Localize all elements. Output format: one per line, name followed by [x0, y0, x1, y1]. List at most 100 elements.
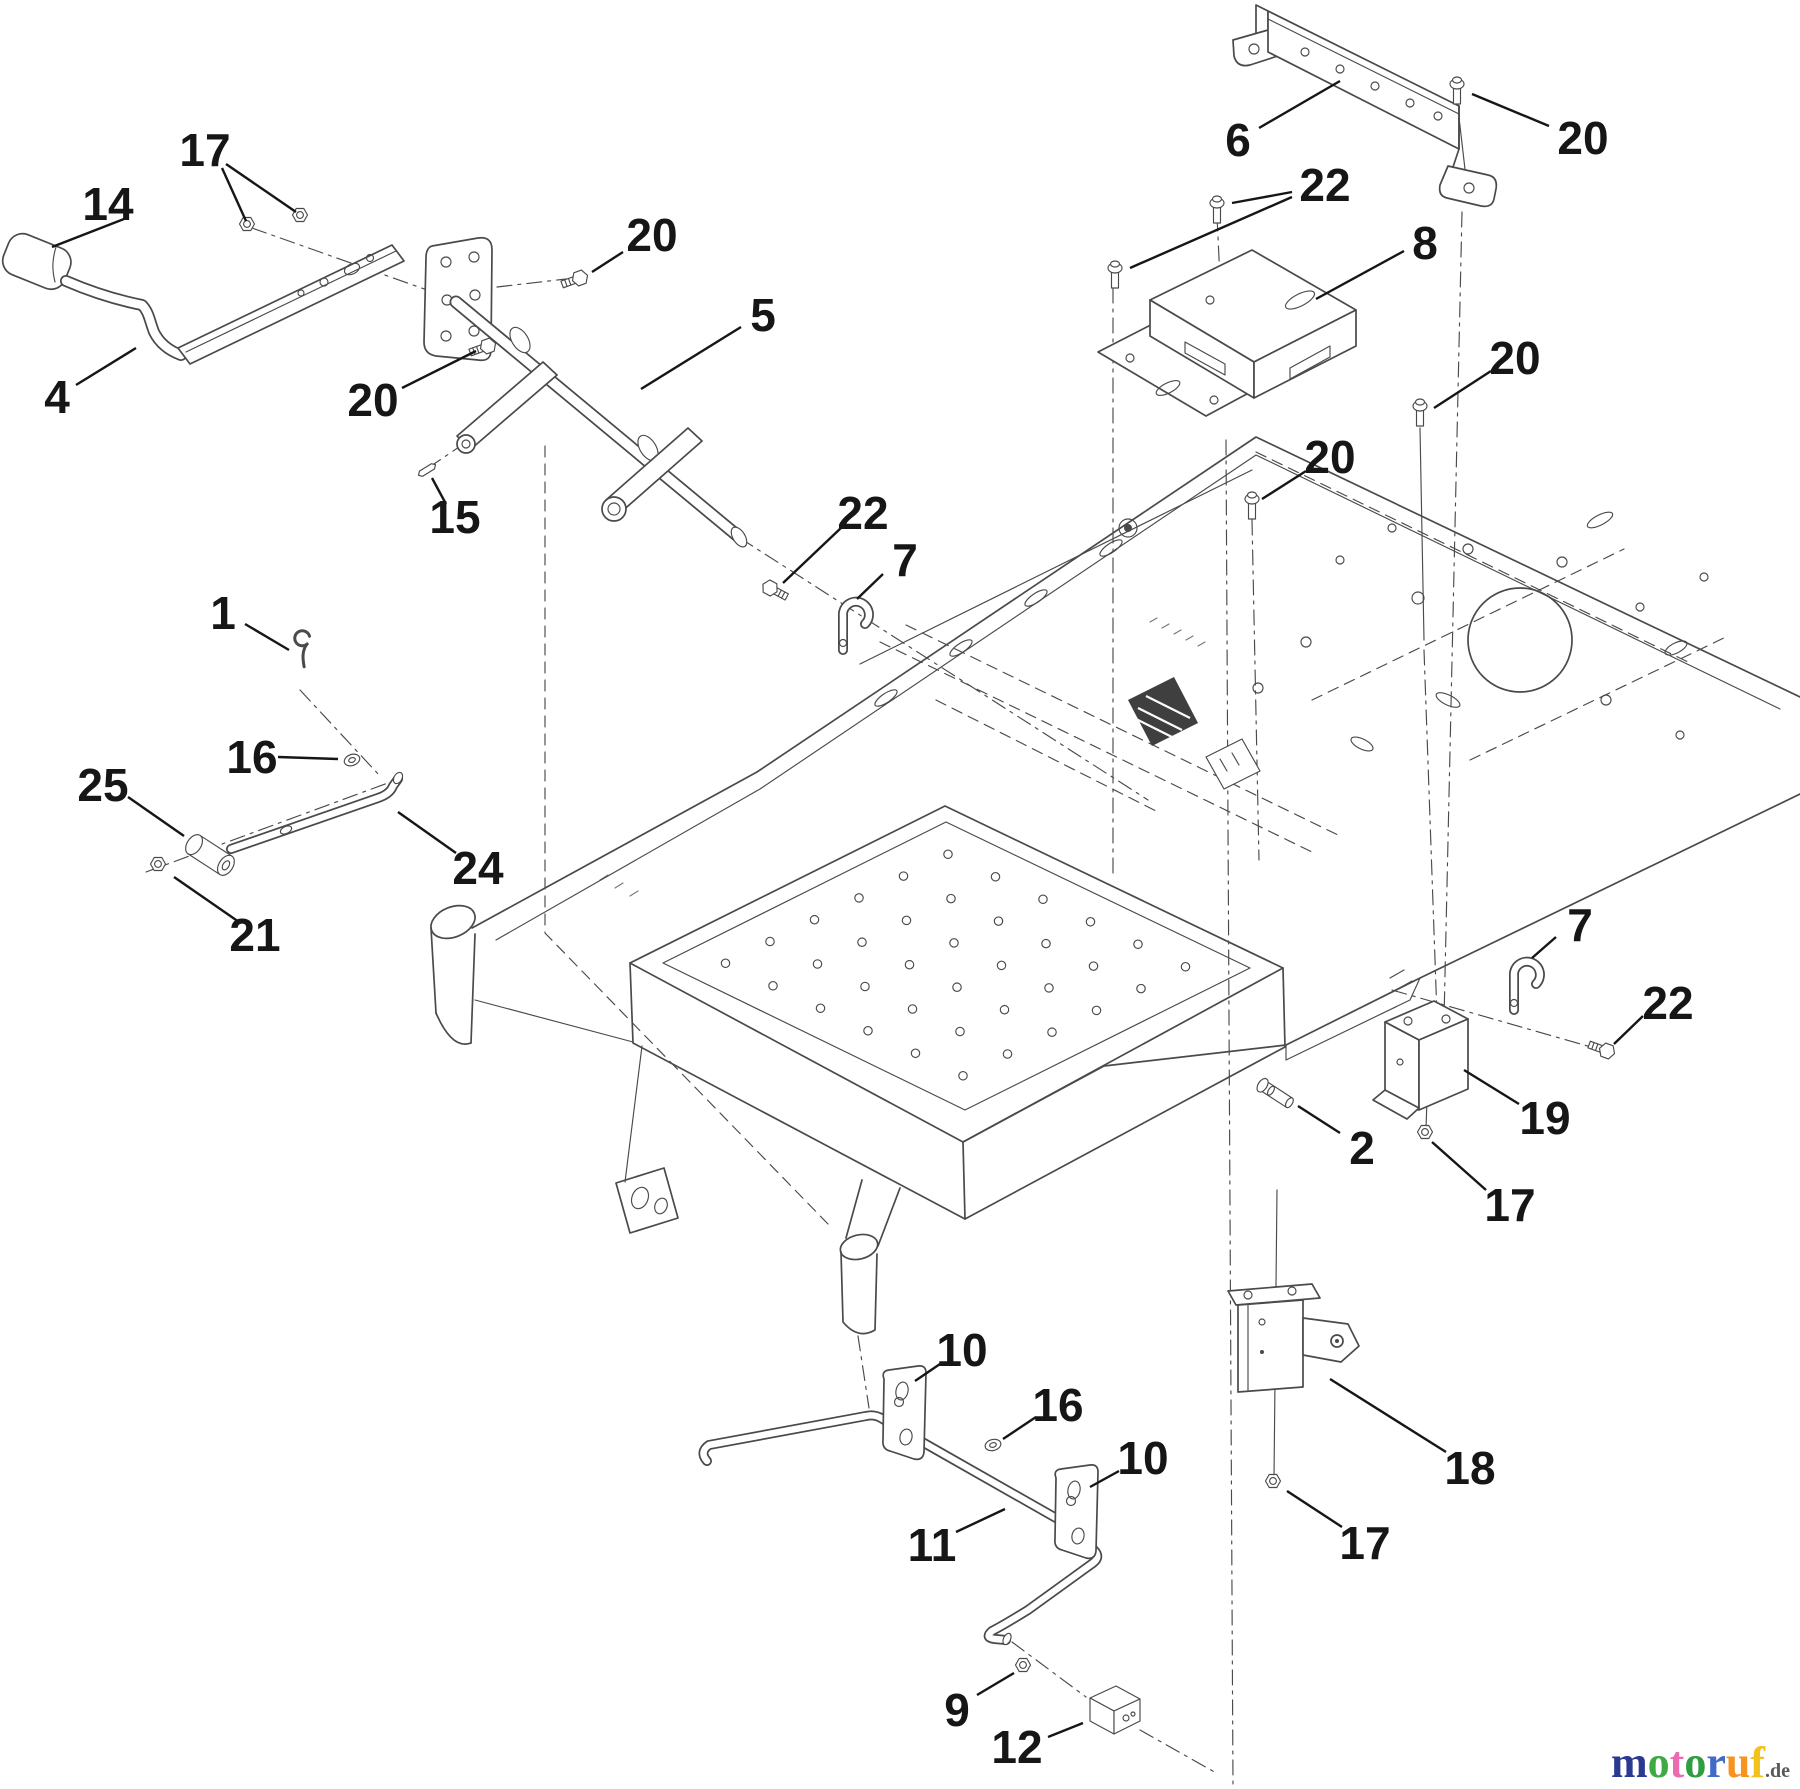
stabilizer-rod-11 [698, 1410, 1103, 1646]
hairpin-fastener [293, 629, 312, 669]
callout-2: 2 [1297, 1104, 1375, 1174]
callout-22: 22 [1129, 159, 1351, 270]
callout-label: 20 [1304, 431, 1355, 483]
callout-label: 20 [626, 209, 677, 261]
latch-hook-7b [1508, 956, 1545, 1015]
callout-label: 18 [1444, 1442, 1495, 1494]
watermark-suffix: .de [1765, 1760, 1790, 1782]
callout-19: 19 [1463, 1068, 1571, 1144]
watermark-letter: m [1611, 1738, 1648, 1787]
callout-label: 12 [991, 1721, 1042, 1773]
callout-17: 17 [1431, 1141, 1536, 1231]
callout-label: 16 [1032, 1379, 1083, 1431]
callout-label: 21 [229, 909, 280, 961]
callout-label: 19 [1519, 1092, 1570, 1144]
callout-18: 18 [1329, 1377, 1496, 1494]
callout-label: 7 [1567, 899, 1593, 951]
callout-16: 16 [1002, 1379, 1084, 1440]
watermark-letter: u [1725, 1738, 1751, 1787]
callout-12: 12 [991, 1721, 1084, 1773]
nut-fastener [149, 856, 167, 872]
callout-7: 7 [1531, 899, 1593, 959]
screw-fastener [1244, 491, 1260, 520]
block-fastener [1089, 1685, 1141, 1735]
callout-4: 4 [44, 346, 137, 423]
screw-fastener [1449, 76, 1465, 105]
chassis-frame [430, 436, 1800, 1335]
pin-fastener [417, 463, 437, 477]
callout-label: 5 [750, 289, 776, 341]
callout-22: 22 [1613, 977, 1694, 1045]
callout-label: 16 [226, 731, 277, 783]
callout-label: 8 [1412, 217, 1438, 269]
watermark-logo: motoruf.de [1611, 1741, 1790, 1785]
spacer-fastener [185, 834, 235, 876]
callout-label: 22 [1642, 977, 1693, 1029]
callout-label: 20 [1557, 112, 1608, 164]
callout-label: 10 [936, 1324, 987, 1376]
lift-rod-24 [226, 771, 404, 854]
callout-17: 17 [179, 124, 297, 222]
callout-label: 17 [179, 124, 230, 176]
watermark-letter: f [1750, 1738, 1765, 1787]
callout-20: 20 [347, 349, 477, 426]
nut-fastener [238, 216, 256, 232]
callout-20: 20 [591, 209, 678, 274]
callout-label: 6 [1225, 114, 1251, 166]
callout-label: 2 [1349, 1122, 1375, 1174]
callout-16: 16 [226, 731, 339, 783]
stop-bracket-18 [1227, 1283, 1360, 1393]
callout-label: 25 [77, 759, 128, 811]
callout-8: 8 [1315, 217, 1438, 301]
latch-bracket-19 [1372, 1000, 1469, 1120]
screw-fastener [1209, 195, 1225, 224]
nut-fastener [1014, 1657, 1032, 1673]
callout-label: 20 [1489, 332, 1540, 384]
callout-label: 11 [908, 1519, 957, 1571]
warning-label-dark [1128, 677, 1198, 746]
warning-label-small [1205, 738, 1261, 790]
callout-label: 4 [44, 371, 70, 423]
callout-label: 10 [1117, 1432, 1168, 1484]
fasteners-layer [149, 76, 1616, 1735]
bolt-fastener [762, 579, 789, 601]
construction-lines [145, 99, 1613, 1787]
callout-label: 17 [1339, 1517, 1390, 1569]
callout-label: 17 [1484, 1179, 1535, 1231]
rod-tab-10a [882, 1365, 927, 1461]
watermark-letters: motoruf [1611, 1741, 1765, 1785]
rod-tab-10b [1054, 1464, 1099, 1560]
callout-label: 1 [210, 587, 236, 639]
callout-label: 9 [944, 1684, 970, 1736]
callout-20: 20 [1433, 332, 1541, 410]
watermark-letter: t [1669, 1738, 1685, 1787]
callout-20: 20 [1471, 92, 1609, 164]
callout-label: 24 [452, 842, 504, 894]
callout-5: 5 [640, 289, 776, 391]
callout-9: 9 [944, 1671, 1015, 1736]
callout-label: 15 [429, 491, 480, 543]
screw-fastener [1412, 398, 1428, 427]
bolt-fastener [560, 269, 589, 289]
callout-17: 17 [1286, 1489, 1391, 1569]
callout-21: 21 [173, 876, 281, 961]
watermark-letter: o [1684, 1738, 1707, 1787]
callout-14: 14 [51, 178, 134, 249]
callout-label: 22 [1299, 159, 1350, 211]
callout-25: 25 [77, 759, 185, 837]
nut-fastener [1416, 1124, 1434, 1140]
bolt-fastener [468, 337, 497, 357]
support-bracket-6 [1232, 4, 1498, 208]
callout-1: 1 [210, 587, 290, 652]
washer-fastener [984, 1438, 1002, 1452]
watermark-letter: o [1647, 1738, 1670, 1787]
callout-15: 15 [429, 477, 481, 543]
callout-7: 7 [856, 534, 918, 600]
pivot-shaft-assembly [449, 295, 748, 548]
callout-label: 7 [892, 534, 918, 586]
callout-6: 6 [1225, 79, 1341, 166]
latch-hook-7a [837, 596, 874, 655]
nut-fastener [291, 207, 309, 223]
